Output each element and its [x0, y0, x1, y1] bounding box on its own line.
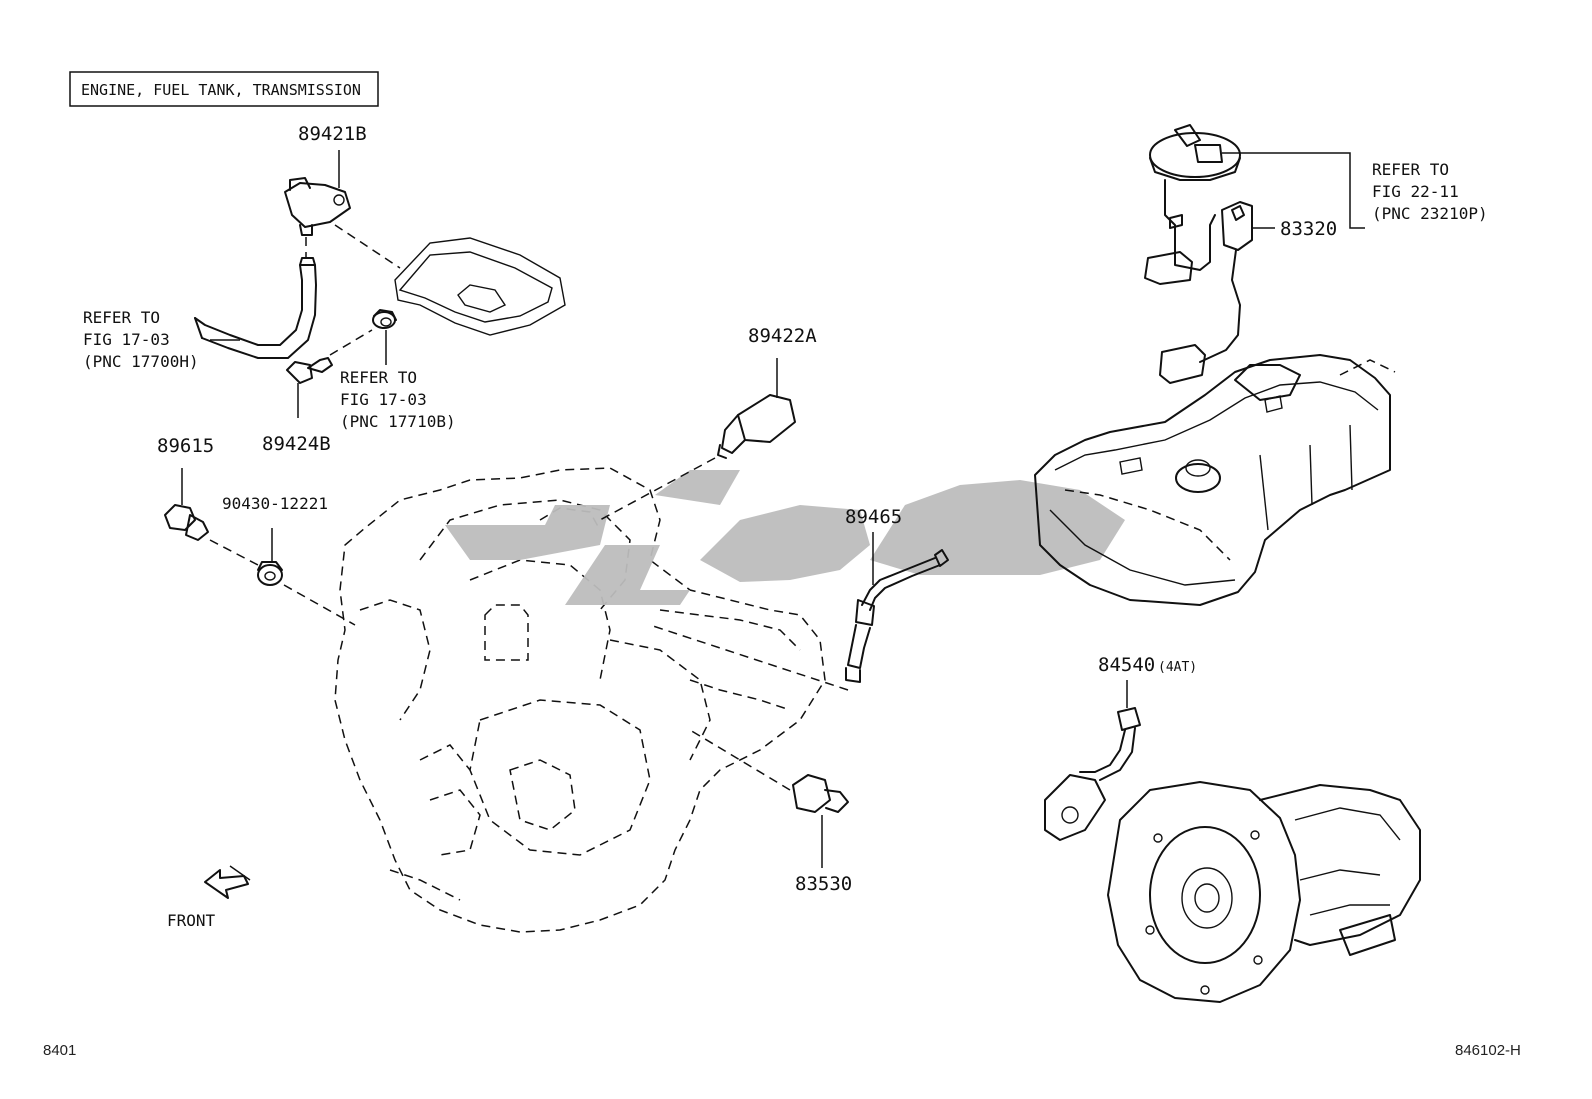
front-label: FRONT — [167, 911, 216, 930]
svg-text:REFER TO: REFER TO — [1372, 160, 1449, 179]
svg-text:FIG 17-03: FIG 17-03 — [340, 390, 427, 409]
fuel-sender-83320[interactable] — [1159, 201, 1275, 384]
svg-text:FIG 22-11: FIG 22-11 — [1372, 182, 1459, 201]
reference-note-17700H: REFER TO FIG 17-03 (PNC 17700H) — [83, 308, 199, 371]
svg-text:REFER TO: REFER TO — [340, 368, 417, 387]
fuel-tank-outline — [1034, 354, 1396, 606]
fuel-pump-assembly — [1144, 124, 1365, 285]
sensor-89615[interactable] — [164, 468, 209, 541]
header-title-box: ENGINE, FUEL TANK, TRANSMISSION — [69, 71, 379, 107]
oil-pan-outline — [334, 224, 566, 336]
sensor-89421B[interactable] — [284, 150, 351, 236]
part-83320-label: 83320 — [1280, 218, 1337, 240]
front-arrow-icon — [204, 865, 251, 899]
part-89465-label: 89465 — [845, 506, 902, 528]
gasket-90430-12221[interactable] — [257, 528, 283, 586]
reference-note-17710B: REFER TO FIG 17-03 (PNC 17710B) — [340, 368, 456, 431]
vacuum-hose — [194, 237, 317, 359]
part-84540-label: 84540 — [1098, 654, 1155, 676]
watermark-logo-icon — [445, 470, 1125, 605]
svg-text:REFER TO: REFER TO — [83, 308, 160, 327]
part-89424B-label: 89424B — [262, 433, 331, 455]
transmission-outline — [1107, 781, 1421, 1003]
plug-washer — [372, 309, 397, 365]
part-83530-label: 83530 — [795, 873, 852, 895]
sensor-89465[interactable] — [845, 532, 949, 683]
sensor-89422A[interactable] — [717, 358, 796, 459]
svg-text:(PNC 17700H): (PNC 17700H) — [83, 352, 199, 371]
sensor-89424B[interactable] — [286, 357, 333, 418]
header-title: ENGINE, FUEL TANK, TRANSMISSION — [81, 81, 361, 99]
footer-left-code: 8401 — [43, 1042, 76, 1059]
footer-right-code: 846102-H — [1455, 1042, 1521, 1059]
part-89422A-label: 89422A — [748, 325, 817, 347]
part-89421B-label: 89421B — [298, 123, 367, 145]
svg-text:FIG 17-03: FIG 17-03 — [83, 330, 170, 349]
reference-note-23210P: REFER TO FIG 22-11 (PNC 23210P) — [1372, 160, 1488, 223]
part-84540-note: (4AT) — [1158, 660, 1197, 675]
svg-text:(PNC 23210P): (PNC 23210P) — [1372, 204, 1488, 223]
svg-text:(PNC 17710B): (PNC 17710B) — [340, 412, 456, 431]
sensor-83530[interactable] — [792, 774, 849, 868]
switch-84540[interactable] — [1044, 680, 1141, 841]
part-90430-label: 90430-12221 — [222, 494, 328, 513]
part-89615-label: 89615 — [157, 435, 214, 457]
part-labels: 89421B 89424B 89615 90430-12221 89422A 8… — [157, 123, 1337, 895]
